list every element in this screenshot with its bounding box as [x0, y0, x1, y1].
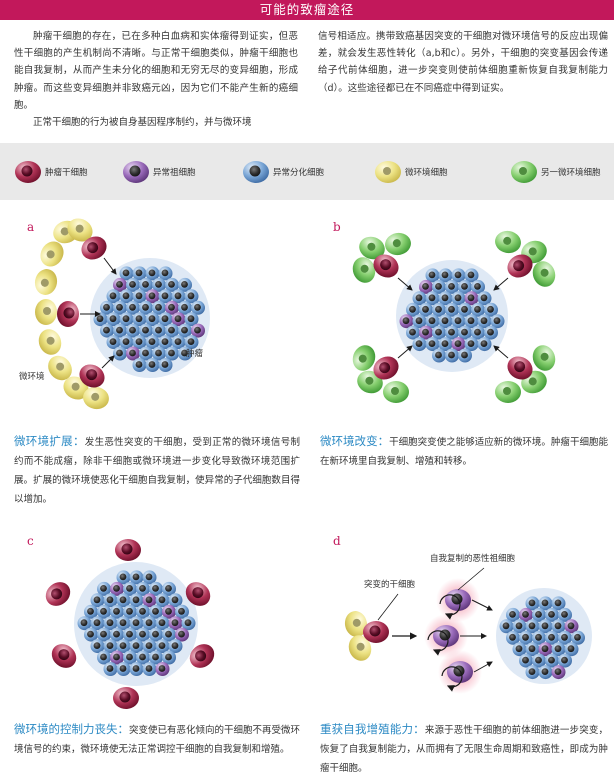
caption-d: 重获自我增殖能力：来源于恶性干细胞的前体细胞进一步突变，恢复了自我复制能力，从而… — [320, 720, 608, 774]
leader-line — [457, 567, 485, 591]
tumor-cell — [551, 665, 566, 680]
tumor-stem-cell-icon — [15, 161, 41, 183]
tumor-mass — [90, 258, 210, 378]
abnormal-progenitor-icon — [123, 161, 149, 183]
tumor-mass — [396, 260, 508, 372]
legend-label: 异常祖细胞 — [153, 168, 196, 178]
legend-label: 微环境细胞 — [405, 168, 448, 178]
diagram-regained-self-renewal — [342, 567, 592, 694]
caption-c: 微环境的控制力丧失：突变使已有恶化倾向的干细胞不再受微环境信号的约束，微环境使无… — [14, 720, 300, 759]
tumor-cell — [132, 358, 147, 372]
tumor-cell — [432, 348, 446, 363]
tumor-cell — [129, 662, 144, 676]
label-niche: 微环境 — [19, 372, 45, 382]
tumor-mass — [496, 588, 592, 684]
caption-c-body: 突变使已有恶化倾向的干细胞不再受微环境信号的约束，微环境使无法正常调控干细胞的自… — [14, 725, 301, 755]
legend-item-abnormal-progenitor: 异常祖细胞 — [122, 159, 196, 185]
intro-left: 肿瘤干细胞的存在，已在多种白血病和实体瘤得到证实，但恶性干细胞的产生机制尚不清晰… — [14, 28, 298, 131]
tumor-cell — [145, 358, 160, 372]
legend-label: 另一微环境细胞 — [541, 168, 601, 178]
legend-item-abnormal-diff-cell: 异常分化细胞 — [242, 159, 324, 185]
progenitor-column — [424, 578, 482, 694]
legend-item-other-niche-cell: 另一微环境细胞 — [510, 159, 601, 185]
tumor-cell — [412, 337, 427, 352]
legend-label: 异常分化细胞 — [273, 168, 325, 178]
tumor-cell — [538, 665, 553, 680]
tumor-cell — [116, 662, 131, 676]
label-mutant-stem-cell: 突变的干细胞 — [364, 580, 416, 590]
tumor-cell — [158, 358, 173, 372]
caption-a-head: 微环境扩展： — [14, 434, 85, 448]
diagram-loss-of-niche-control — [40, 539, 220, 709]
tumor-cell — [445, 348, 459, 363]
intro-paragraph-1: 肿瘤干细胞的存在，已在多种白血病和实体瘤得到证实，但恶性干细胞的产生机制尚不清晰… — [14, 31, 298, 111]
label-self-renewing-progenitor: 自我复制的恶性祖细胞 — [430, 554, 516, 564]
arrows — [460, 599, 493, 673]
tumor-cell — [142, 662, 157, 676]
tumor-mass — [74, 562, 198, 686]
abnormal-diff-cell-icon — [243, 161, 269, 183]
caption-d-body: 来源于恶性干细胞的前体细胞进一步突变，恢复了自我复制能力，从而拥有了无限生命周期… — [320, 725, 608, 774]
legend: 肿瘤干细胞 异常祖细胞 异常分化细胞 微环境细胞 另一微环境细胞 — [0, 143, 614, 200]
tumor-cell — [458, 348, 472, 363]
tumor-cell — [113, 346, 127, 361]
leader-line — [377, 593, 399, 621]
page-title: 可能的致瘤途径 — [0, 0, 614, 20]
arrows — [80, 257, 117, 369]
caption-a-body: 发生恶性突变的干细胞，受到正常的微环境信号制约而不能成瘤，除非干细胞或微环境进一… — [14, 437, 300, 505]
caption-a: 微环境扩展：发生恶性突变的干细胞，受到正常的微环境信号制约而不能成瘤，除非干细胞… — [14, 432, 300, 509]
legend-item-tumor-stem-cell: 肿瘤干细胞 — [14, 159, 88, 185]
tumor-cell — [477, 337, 492, 352]
caption-b-body: 干细胞突变使之能够适应新的微环境。肿瘤干细胞能在新环境里自我复制、增殖和转移。 — [320, 437, 608, 467]
panel-c-letter: c — [27, 534, 34, 548]
diagram-niche-change — [349, 228, 559, 403]
niche-cell-icon — [375, 161, 401, 183]
other-niche-cell-icon — [511, 161, 537, 183]
panel-d-letter: d — [333, 534, 341, 548]
caption-b-head: 微环境改变： — [320, 434, 390, 448]
mutant-stem-cell — [363, 621, 389, 643]
caption-b: 微环境改变：干细胞突变使之能够适应新的微环境。肿瘤干细胞能在新环境里自我复制、增… — [320, 432, 608, 471]
tumor-cell — [155, 662, 170, 676]
tumor-cell — [525, 665, 540, 680]
legend-label: 肿瘤干细胞 — [45, 168, 88, 178]
diagram-niche-expansion — [32, 218, 210, 412]
tumor-cell — [103, 662, 118, 676]
panel-b-letter: b — [333, 220, 341, 234]
label-tumor: 肿瘤 — [186, 349, 204, 359]
panel-a-letter: a — [27, 220, 35, 234]
intro-right: 信号相适应。携带致癌基因突变的干细胞对微环境信号的反应出现偏差，就会发生恶性转化… — [318, 28, 608, 97]
intro-paragraph-3: 信号相适应。携带致癌基因突变的干细胞对微环境信号的反应出现偏差，就会发生恶性转化… — [318, 31, 608, 94]
caption-d-head: 重获自我增殖能力： — [320, 722, 425, 736]
legend-item-niche-cell: 微环境细胞 — [374, 159, 448, 185]
caption-c-head: 微环境的控制力丧失： — [14, 722, 129, 736]
arrows — [397, 277, 509, 359]
intro-paragraph-2: 正常干细胞的行为被自身基因程序制约，并与微环境 — [33, 117, 252, 129]
